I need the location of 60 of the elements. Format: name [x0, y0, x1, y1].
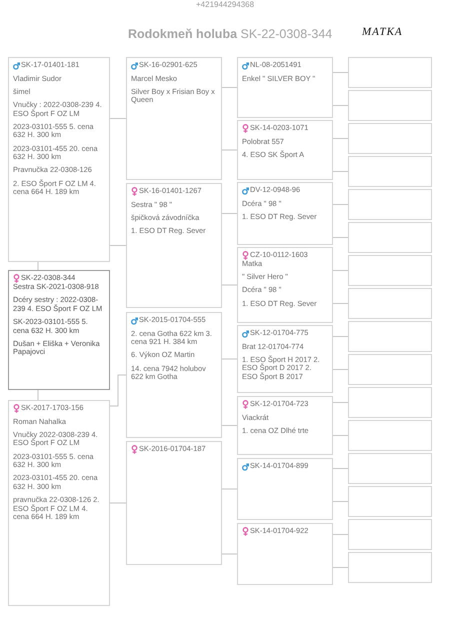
empty-pedigree-card: [348, 321, 432, 352]
pedigree-card: [237, 523, 333, 585]
empty-pedigree-card: [348, 255, 432, 286]
connector-line: [222, 488, 238, 490]
connector-line: [332, 435, 348, 436]
empty-pedigree-card: [348, 189, 432, 220]
connector-line: [110, 245, 126, 246]
pedigree-card: [126, 312, 222, 438]
empty-pedigree-card: [348, 519, 432, 550]
pedigree-card: [237, 458, 333, 520]
connector-line: [332, 270, 348, 271]
connector-line: [110, 374, 126, 406]
connector-line: [222, 284, 238, 286]
empty-pedigree-card: [348, 123, 432, 154]
pedigree-card: [237, 182, 333, 245]
phone-number: +421944294368: [196, 0, 254, 9]
connector-line: [222, 213, 238, 214]
connector-line: [332, 72, 348, 73]
connector-line: [332, 171, 348, 172]
empty-pedigree-card: [348, 453, 432, 484]
empty-pedigree-card: [348, 288, 432, 319]
connector-line: [222, 87, 238, 88]
empty-pedigree-card: [348, 156, 432, 187]
empty-pedigree-card: [348, 420, 432, 451]
connector-line: [332, 567, 348, 568]
empty-pedigree-card: [348, 552, 432, 583]
pedigree-card: [126, 183, 222, 308]
connector-line: [332, 336, 348, 337]
pedigree-card: [126, 441, 222, 565]
connector-line: [110, 502, 126, 504]
empty-pedigree-card: [348, 90, 432, 121]
empty-pedigree-card: [348, 387, 432, 418]
connector-line: [332, 105, 348, 106]
connector-line: [332, 534, 348, 535]
connector-line: [332, 138, 348, 139]
connector-line: [222, 358, 238, 360]
connector-line: [332, 468, 348, 469]
empty-pedigree-card: [348, 57, 432, 88]
title: Rodokmeň holuba SK-22-0308-344: [128, 27, 332, 41]
connector-line: [332, 369, 348, 370]
connector-line: [332, 303, 348, 304]
pedigree-card: [126, 57, 222, 180]
connector-line: [332, 204, 348, 205]
pedigree-card: [237, 247, 333, 323]
pedigree-card: [237, 396, 333, 455]
connector-line: [332, 402, 348, 403]
pedigree-card: [237, 325, 333, 393]
pedigree-card: [237, 57, 333, 118]
highlighted-pedigree-card: [8, 270, 110, 390]
empty-pedigree-card: [348, 354, 432, 385]
empty-pedigree-card: [348, 486, 432, 517]
pedigree-card: [8, 57, 110, 262]
connector-line: [332, 501, 348, 502]
empty-pedigree-card: [348, 222, 432, 253]
connector-line: [222, 425, 238, 426]
connector-line: [332, 237, 348, 238]
pedigree-card: [237, 120, 333, 180]
handwritten-note: MATKA: [362, 26, 403, 38]
pedigree-card: [8, 400, 110, 606]
connector-line: [110, 118, 126, 119]
